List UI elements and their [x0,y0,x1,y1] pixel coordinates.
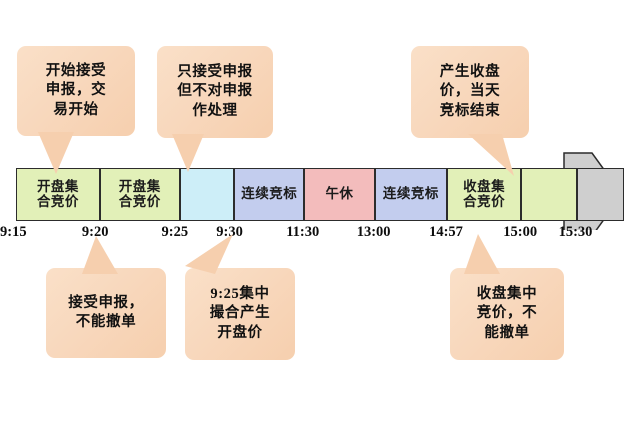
callout-no-cancel-text: 接受申报， 不能撤单 [68,294,144,330]
seg-1457-1500-label: 收盘集 合竞价 [463,178,506,209]
seg-0925-0930 [179,168,235,221]
callout-accept-only-tail [172,134,204,172]
callout-0925-match: 9:25集中 撮合产生 开盘价 [185,268,295,360]
tick-1500: 15:00 [503,224,538,240]
callout-accept-only-text: 只接受申报 但不对申报 作处理 [177,64,253,119]
callout-close-no-cancel-tail [464,234,500,274]
seg-0920-0925: 开盘集 合竞价 [99,168,180,221]
callout-close-price: 产生收盘 价，当天 竞标结束 [411,46,529,138]
trading-session-timeline: 开盘集 合竞价 开盘集 合竞价 连续竞标 午休 连续竞标 收盘集 合竞价 9:15 9:20… [0,140,624,240]
callout-no-cancel-tail [82,236,118,274]
tick-1300: 13:00 [356,224,391,240]
callout-0925-match-tail [185,234,233,274]
seg-0920-0925-label: 开盘集 合竞价 [118,178,161,209]
tick-1130: 11:30 [286,224,320,240]
callout-no-cancel: 接受申报， 不能撤单 [46,268,166,358]
seg-0930-1130-label: 连续竞标 [241,186,298,202]
seg-0930-1130: 连续竞标 [234,168,305,221]
callout-open-accept-tail [38,132,74,174]
seg-1130-1300: 午休 [304,168,375,221]
seg-1457-1500: 收盘集 合竞价 [447,168,522,221]
tick-0925: 9:25 [161,224,189,240]
seg-1300-1457-label: 连续竞标 [382,186,439,202]
callout-0925-match-text: 9:25集中 撮合产生 开盘价 [209,286,271,341]
callout-accept-only: 只接受申报 但不对申报 作处理 [157,46,273,138]
seg-1300-1457: 连续竞标 [374,168,448,221]
tick-0930: 9:30 [216,224,243,240]
tick-1457: 14:57 [429,224,463,240]
callout-open-accept-text: 开始接受 申报，交 易开始 [45,63,107,118]
seg-after-1530 [576,168,624,221]
tick-1530: 15:30 [558,224,593,240]
tick-0915: 9:15 [0,224,27,240]
seg-0915-0920-label: 开盘集 合竞价 [36,178,79,209]
callout-close-no-cancel-text: 收盘集中 竞价，不 能撤单 [476,286,538,341]
tick-0920: 9:20 [81,224,109,240]
callout-close-price-text: 产生收盘 价，当天 竞标结束 [439,64,501,119]
seg-1500-1530 [521,168,577,221]
callout-open-accept: 开始接受 申报，交 易开始 [17,46,135,136]
callout-close-no-cancel: 收盘集中 竞价，不 能撤单 [450,268,564,360]
callout-close-price-tail [468,134,514,176]
seg-1130-1300-label: 午休 [325,186,354,202]
